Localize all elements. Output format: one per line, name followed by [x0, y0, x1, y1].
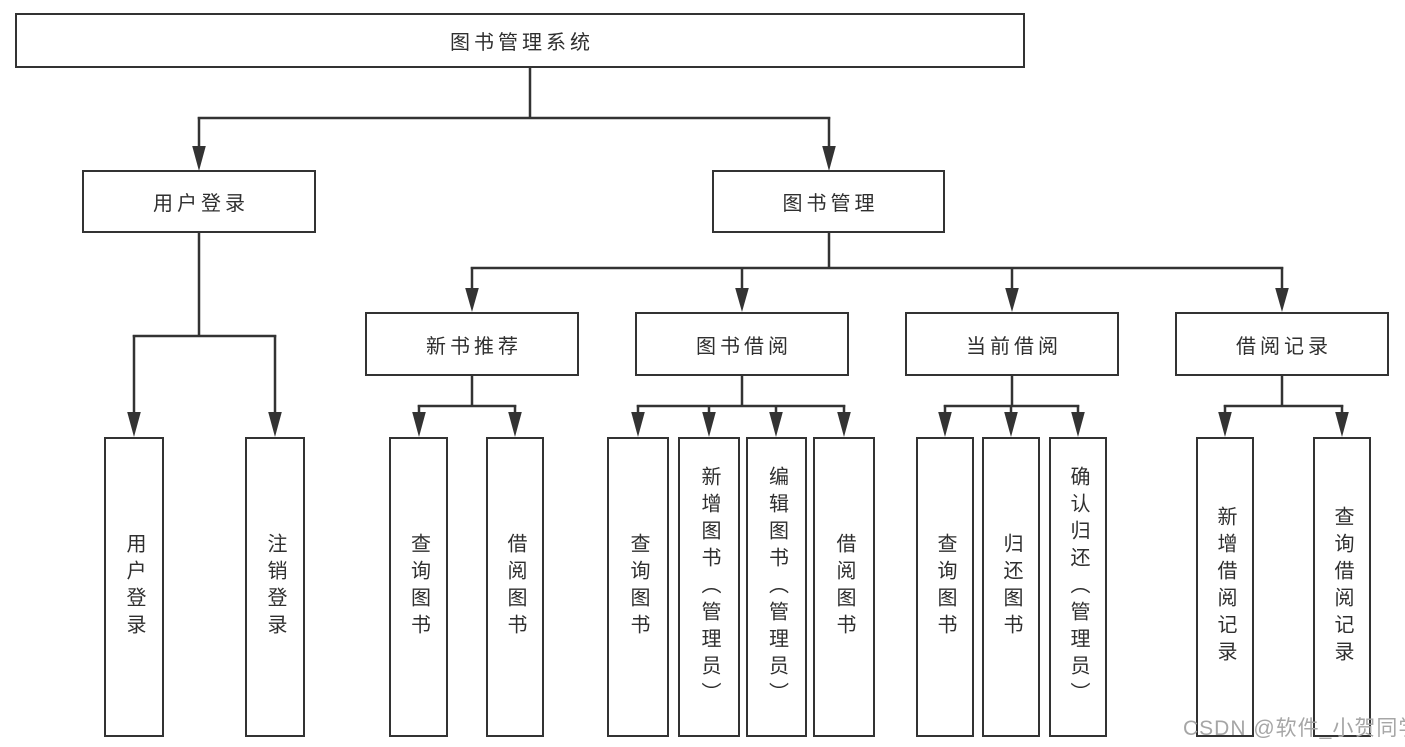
node-book-borrowing: 图书借阅: [635, 312, 849, 376]
node-borrowing-records: 借阅记录: [1175, 312, 1389, 376]
leaf-add-book-admin: 新增图书（管理员）: [678, 437, 740, 737]
leaf-query-books-borrowing: 查询图书: [607, 437, 669, 737]
node-user-login: 用户登录: [82, 170, 316, 233]
leaf-query-books-current: 查询图书: [916, 437, 974, 737]
leaf-return-book: 归还图书: [982, 437, 1040, 737]
leaf-borrow-books-recommend: 借阅图书: [486, 437, 544, 737]
watermark: CSDN @软件_小贺同学: [1183, 717, 1405, 740]
leaf-edit-book-admin: 编辑图书（管理员）: [746, 437, 807, 737]
leaf-query-borrow-record: 查询借阅记录: [1313, 437, 1371, 737]
leaf-add-borrow-record: 新增借阅记录: [1196, 437, 1254, 737]
leaf-user-login: 用户登录: [104, 437, 164, 737]
leaf-query-books-recommend: 查询图书: [389, 437, 448, 737]
leaf-confirm-return-admin: 确认归还（管理员）: [1049, 437, 1107, 737]
node-book-management: 图书管理: [712, 170, 945, 233]
node-root: 图书管理系统: [15, 13, 1025, 68]
node-current-borrowing: 当前借阅: [905, 312, 1119, 376]
leaf-logout-login: 注销登录: [245, 437, 305, 737]
node-new-book-recommend: 新书推荐: [365, 312, 579, 376]
leaf-borrow-books-borrowing: 借阅图书: [813, 437, 875, 737]
